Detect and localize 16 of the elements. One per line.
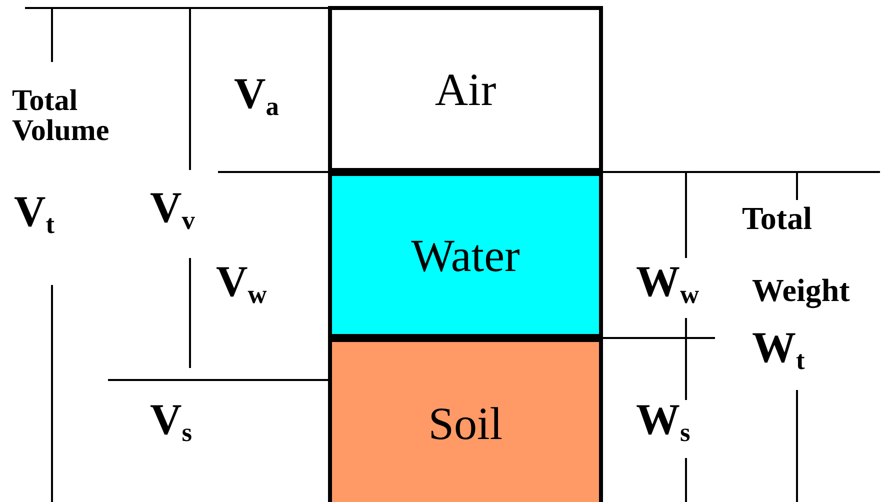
quantity-label: W$_{t}$	[752, 326, 805, 370]
quantity-label: Weight	[752, 274, 850, 306]
phase-label: Water	[411, 228, 520, 282]
quantity-label: Total Volume	[12, 86, 110, 146]
quantity-label: V$_{v}$	[150, 186, 195, 230]
quantity-label: V$_{w}$	[216, 260, 267, 304]
quantity-label: V$_{t}$	[14, 190, 55, 234]
quantity-label: V$_{s}$	[150, 398, 192, 442]
phase-label: Air	[434, 62, 496, 116]
quantity-label: V$_{a}$	[234, 72, 279, 116]
phase-box	[328, 338, 603, 502]
phase-box	[328, 6, 603, 172]
phase-label: Soil	[428, 396, 503, 450]
quantity-label: W$_{w}$	[636, 260, 700, 304]
quantity-label: W$_{s}$	[636, 398, 690, 442]
quantity-label: Total	[742, 202, 812, 234]
